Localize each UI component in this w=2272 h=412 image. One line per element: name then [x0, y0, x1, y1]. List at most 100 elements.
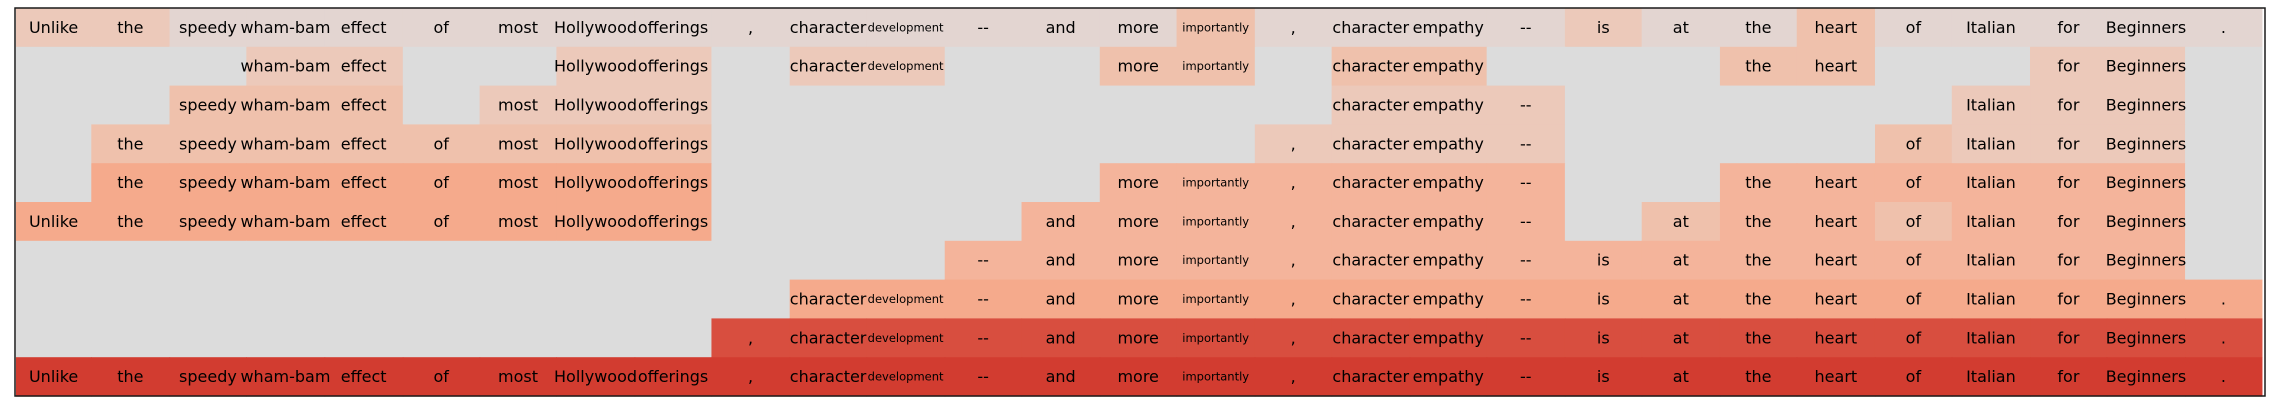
heatmap-cell [91, 240, 171, 281]
heatmap-cell [1874, 46, 1953, 87]
heatmap-cell [2030, 46, 2108, 87]
heatmap-cell [1564, 163, 1643, 203]
heatmap-cell [2106, 240, 2186, 281]
token-label: is [1597, 367, 1610, 386]
heatmap-cell [1099, 279, 1178, 319]
token-label: offerings [638, 18, 708, 37]
heatmap-cell [1874, 124, 1953, 164]
token-label: for [2057, 251, 2079, 270]
heatmap-cell [1021, 46, 1101, 87]
heatmap-cell [634, 240, 713, 281]
heatmap-cell [1486, 279, 1566, 319]
heatmap-cell [1099, 318, 1178, 358]
heatmap-cell [2106, 8, 2186, 48]
token-label: importantly [1182, 214, 1249, 228]
token-label: importantly [1182, 253, 1249, 267]
heatmap-cell [2106, 46, 2186, 87]
chart-frame [14, 7, 2266, 397]
heatmap-cell [634, 318, 713, 358]
token-label: . [2221, 18, 2226, 37]
heatmap-cell [1641, 46, 1721, 87]
token-label: heart [1815, 173, 1858, 192]
token-label: . [2221, 367, 2226, 386]
token-label: is [1597, 328, 1610, 347]
token-label: for [2057, 96, 2079, 115]
token-label: offerings [638, 367, 708, 386]
heatmap-cell [556, 240, 636, 281]
token-label: importantly [1182, 20, 1249, 34]
token-label: empathy [1413, 134, 1484, 153]
heatmap-cell [789, 163, 868, 203]
heatmap-cell [1176, 279, 1256, 319]
token-label: is [1597, 251, 1610, 270]
heatmap-cell [1409, 8, 1488, 48]
heatmap-cell [866, 85, 946, 125]
token-label: most [498, 96, 538, 115]
heatmap-cell [1099, 240, 1178, 281]
heatmap-cell [246, 318, 326, 358]
heatmap-cell [1641, 202, 1721, 242]
heatmap-cell [2185, 202, 2263, 242]
token-label: more [1117, 290, 1158, 309]
heatmap-cell [1254, 8, 1333, 48]
token-label: development [868, 331, 944, 345]
heatmap-cell [1021, 163, 1101, 203]
token-label: character [1332, 18, 1409, 37]
heatmap-cell [91, 357, 171, 397]
token-label: development [868, 59, 944, 73]
token-label: Hollywood [554, 367, 637, 386]
token-label: is [1597, 290, 1610, 309]
token-label: for [2057, 290, 2079, 309]
heatmap-cell [1331, 357, 1411, 397]
heatmap-cell [1951, 124, 2031, 164]
heatmap-cell [789, 46, 868, 87]
token-label: , [1291, 134, 1296, 153]
heatmap-cell [169, 279, 247, 319]
token-label: of [433, 367, 449, 386]
token-label: the [1745, 18, 1771, 37]
token-label: of [433, 212, 449, 231]
token-label: offerings [638, 57, 708, 76]
heatmap-cell [2185, 279, 2263, 319]
heatmap-cell [1951, 85, 2031, 125]
heatmap-cell [2185, 163, 2263, 203]
heatmap-cell [169, 8, 247, 48]
heatmap-cell [324, 8, 404, 48]
token-label: heart [1815, 251, 1858, 270]
heatmap-cell [1176, 163, 1256, 203]
heatmap-cell [15, 8, 92, 48]
heatmap-cell [246, 279, 326, 319]
heatmap-cell [1719, 163, 1798, 203]
heatmap-cell [1486, 124, 1566, 164]
token-label: speedy [179, 134, 237, 153]
heatmap-cell [2185, 240, 2263, 281]
heatmap-cell [1564, 85, 1643, 125]
token-label: for [2057, 173, 2079, 192]
token-label: Hollywood [554, 18, 637, 37]
heatmap-cell [2106, 163, 2186, 203]
heatmap-cell [1409, 279, 1488, 319]
heatmap-cell [711, 163, 791, 203]
token-label: effect [341, 173, 387, 192]
token-label: of [1906, 251, 1922, 270]
heatmap-cell [634, 357, 713, 397]
token-label: character [1332, 367, 1409, 386]
heatmap-cell [556, 124, 636, 164]
token-label: character [1332, 96, 1409, 115]
token-label: Italian [1966, 367, 2016, 386]
heatmap-cell [711, 202, 791, 242]
heatmap-cell [1951, 202, 2031, 242]
token-label: offerings [638, 173, 708, 192]
heatmap-cell [1641, 279, 1721, 319]
heatmap-cell [1254, 357, 1333, 397]
heatmap-cell [15, 46, 92, 87]
heatmap-cell [1409, 240, 1488, 281]
heatmap-cell [1331, 163, 1411, 203]
heatmap-cell [1409, 85, 1488, 125]
heatmap-cell [2030, 357, 2108, 397]
heatmap-cell [944, 279, 1023, 319]
heatmap-cell [2106, 357, 2186, 397]
heatmap-cell [1874, 357, 1953, 397]
token-label: . [2221, 290, 2226, 309]
heatmap-cell [15, 202, 92, 242]
